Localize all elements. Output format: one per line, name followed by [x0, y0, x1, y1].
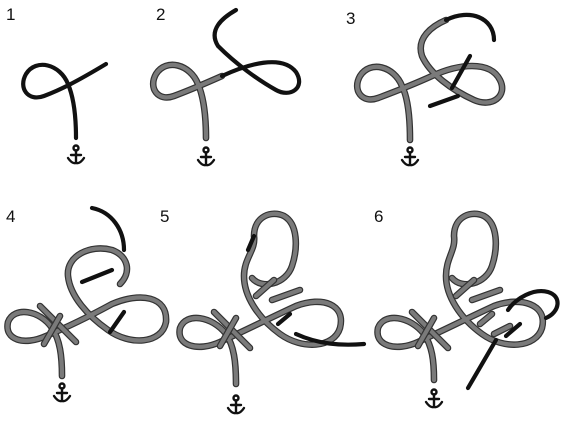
rope-active	[21, 61, 109, 141]
rope-segment	[79, 267, 115, 285]
rope-segment	[5, 246, 169, 379]
anchor-icon	[52, 382, 72, 403]
rope-segment	[151, 62, 225, 141]
rope-segment	[89, 205, 127, 253]
step-3-number: 3	[346, 9, 355, 28]
rope-segment	[217, 315, 239, 349]
anchor-part	[400, 158, 420, 167]
step-2-panel: 2	[149, 5, 302, 167]
rope-previous	[374, 210, 547, 384]
rope-active	[245, 233, 367, 347]
rope-previous	[176, 210, 345, 388]
anchor-part	[226, 406, 246, 415]
step-1-panel: 1	[6, 5, 109, 165]
anchor-part	[52, 394, 72, 403]
rope-segment	[477, 311, 495, 327]
step-2-number: 2	[156, 5, 165, 24]
rope-segment	[465, 337, 499, 391]
step-5-number: 5	[160, 207, 169, 226]
rope-segment	[443, 12, 497, 43]
rope-segment	[449, 53, 473, 91]
rope-segment	[293, 331, 367, 347]
rope-segment	[469, 287, 503, 303]
rope-outline	[353, 16, 506, 144]
rope-segment	[177, 211, 344, 387]
rope-outline	[176, 210, 345, 388]
step-6-number: 6	[374, 207, 383, 226]
step-4-number: 4	[6, 207, 15, 226]
rope-segment	[21, 61, 109, 141]
step-4-panel: 4	[4, 205, 170, 403]
anchor-part	[424, 400, 444, 409]
rope-segment	[505, 289, 560, 321]
rope-previous	[353, 16, 506, 144]
anchor-icon	[226, 394, 246, 415]
rope-segment	[245, 233, 257, 253]
anchor-icon	[66, 144, 86, 165]
step-1-number: 1	[6, 5, 15, 24]
rope-segment	[355, 17, 505, 143]
rope-segment	[503, 321, 523, 339]
rope-segment	[253, 277, 277, 299]
rope-segment	[212, 7, 302, 95]
rope-segment	[491, 323, 513, 337]
rope-segment	[41, 313, 63, 347]
anchor-part	[196, 158, 216, 167]
rope-segment	[269, 287, 303, 303]
rope-outline	[374, 210, 547, 384]
rope-segment	[107, 309, 127, 335]
rope-segment	[453, 277, 477, 299]
anchor-icon	[196, 146, 216, 167]
step-5-panel: 5	[160, 207, 367, 415]
rope-previous	[4, 245, 170, 380]
rope-segment	[415, 315, 437, 349]
rope-segment	[427, 93, 461, 109]
rope-active	[79, 205, 127, 335]
anchor-icon	[400, 146, 420, 167]
rope-segment	[275, 311, 293, 327]
rope-active	[212, 7, 302, 95]
anchor-icon	[424, 388, 444, 409]
step-6-panel: 6	[374, 207, 560, 409]
rope-active	[465, 289, 560, 391]
rope-active	[427, 12, 497, 109]
anchor-part	[66, 156, 86, 165]
step-3-panel: 3	[346, 9, 506, 167]
rope-previous	[149, 61, 226, 142]
rope-outline	[149, 61, 226, 142]
rope-segment	[375, 211, 545, 383]
